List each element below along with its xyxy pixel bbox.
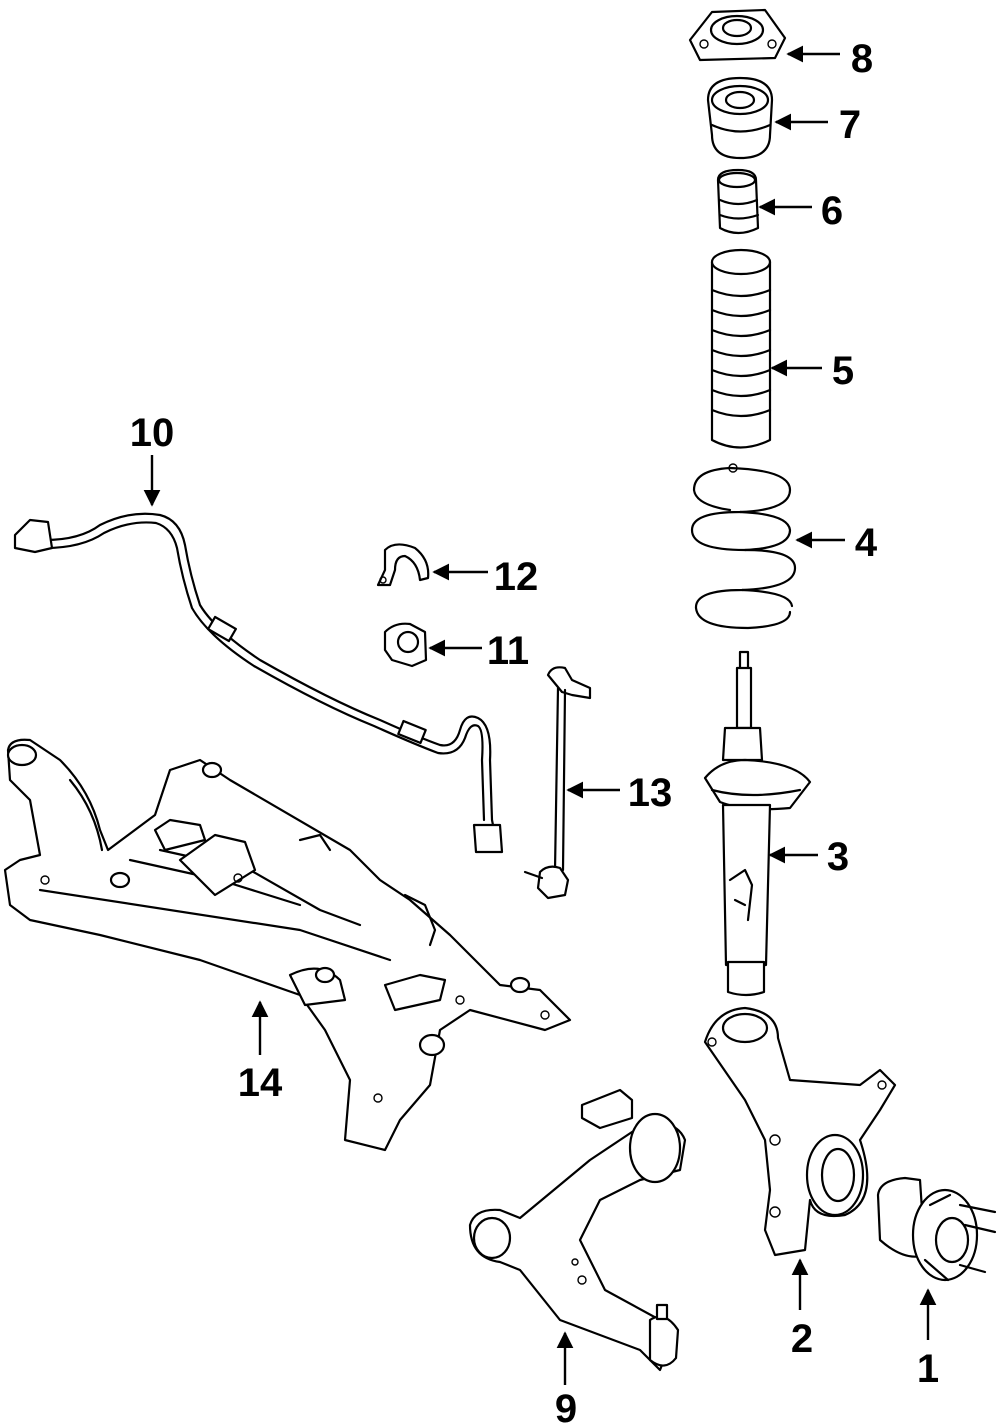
part-mount-bearing <box>706 76 774 160</box>
callout-label-2: 2 <box>791 1317 813 1361</box>
callout-label-7: 7 <box>839 103 861 147</box>
part-lower-control-arm <box>468 1088 687 1372</box>
callout-label-13: 13 <box>628 771 673 815</box>
callout-label-8: 8 <box>851 37 873 81</box>
callout-label-3: 3 <box>827 835 849 879</box>
part-bump-stop <box>716 168 760 235</box>
leader-lines <box>143 45 937 1385</box>
part-stabilizer-bracket <box>376 543 430 587</box>
part-wheel-hub <box>876 1176 997 1282</box>
callout-label-1: 1 <box>917 1347 939 1391</box>
part-stabilizer-bar <box>13 512 504 854</box>
callout-labels: 1 2 3 4 5 6 7 8 9 10 11 12 13 14 <box>130 37 939 1427</box>
callout-label-10: 10 <box>130 411 175 455</box>
callout-label-4: 4 <box>855 521 878 565</box>
part-subframe <box>3 738 572 1152</box>
part-coil-spring <box>690 463 797 630</box>
callout-label-12: 12 <box>494 555 539 599</box>
part-stabilizer-bushing <box>383 622 428 668</box>
callout-label-6: 6 <box>821 189 843 233</box>
callout-label-11: 11 <box>487 629 529 673</box>
part-dust-boot <box>710 248 772 449</box>
callout-label-9: 9 <box>555 1387 577 1427</box>
part-stabilizer-link <box>523 666 592 900</box>
callout-label-5: 5 <box>832 349 854 393</box>
callout-label-14: 14 <box>238 1061 283 1105</box>
part-strut-assembly <box>703 650 812 997</box>
part-strut-mount <box>688 8 787 62</box>
part-steering-knuckle <box>703 1006 897 1257</box>
